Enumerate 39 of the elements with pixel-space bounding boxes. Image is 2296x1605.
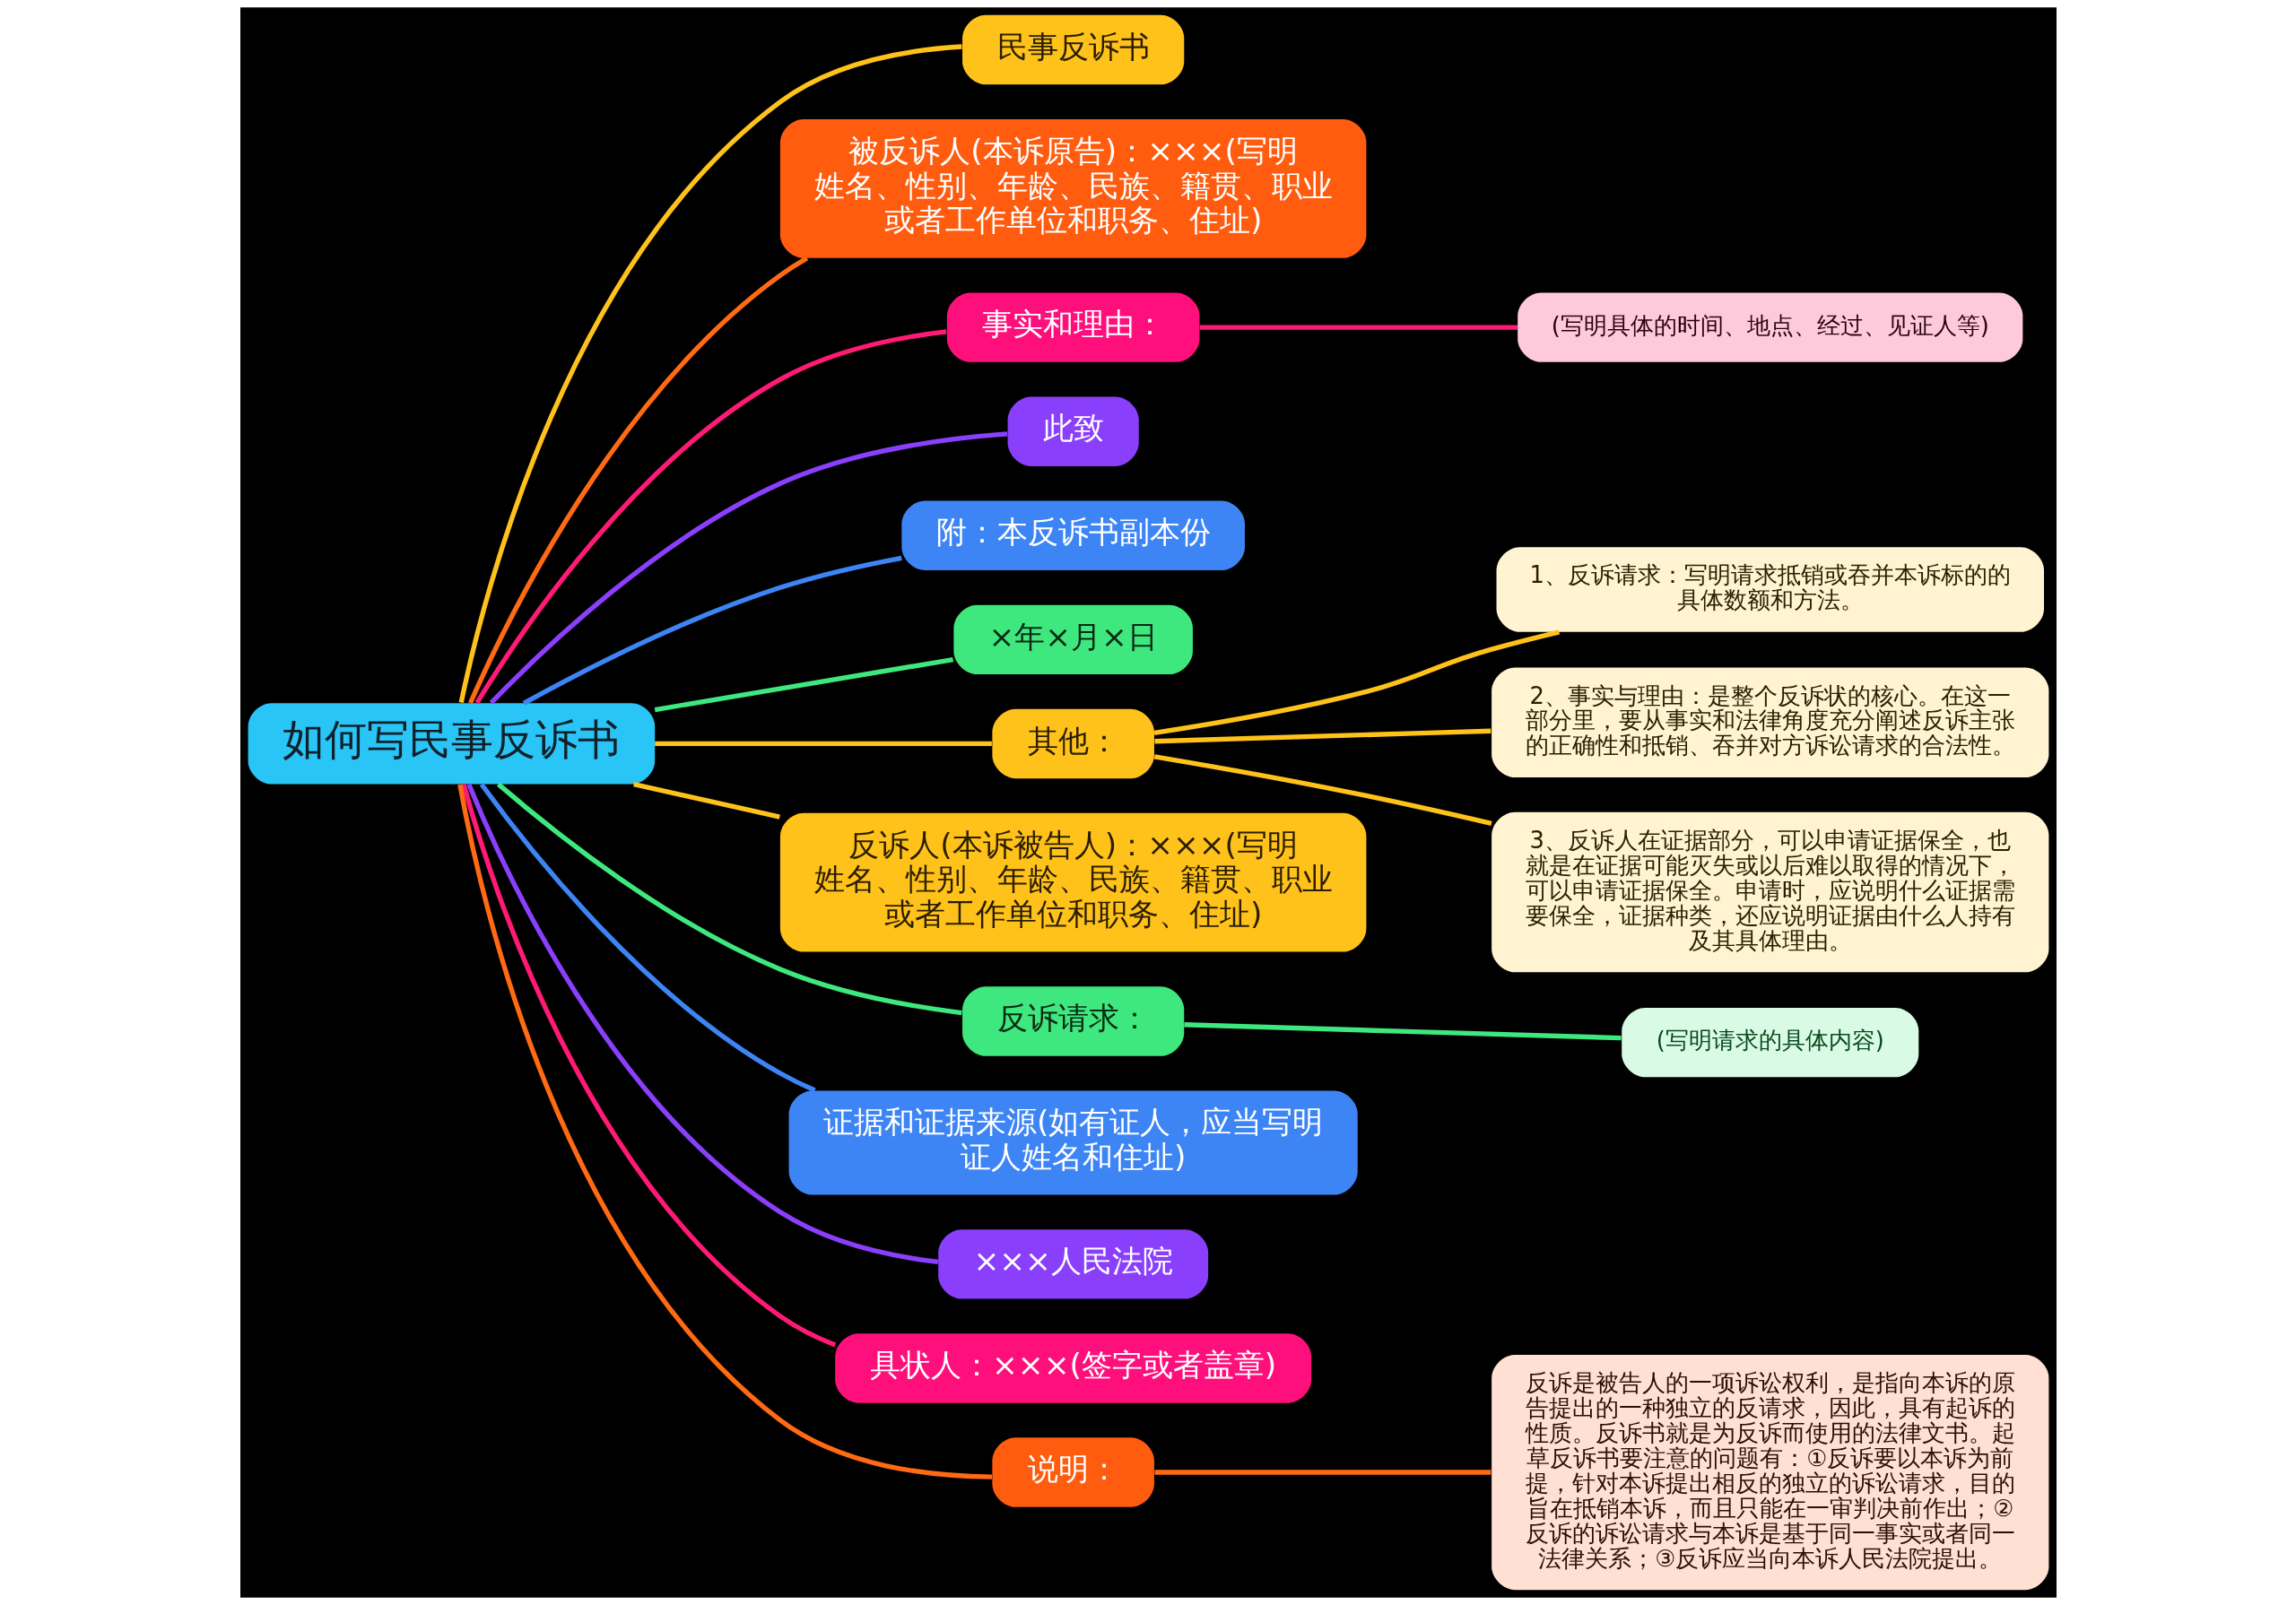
- node-box: 其他：: [991, 708, 1154, 779]
- connector: [522, 555, 902, 706]
- connector: [1153, 1470, 1491, 1475]
- connector: [1153, 754, 1492, 827]
- node-box: 说明：: [991, 1437, 1154, 1507]
- connector: [654, 741, 992, 747]
- node-box: 此致: [1007, 396, 1139, 466]
- node-box: (写明请求的具体内容): [1621, 1007, 1918, 1078]
- connector: [1153, 728, 1491, 744]
- node-box: 具状人：×××(签字或者盖章): [834, 1333, 1311, 1403]
- node-box: 民事反诉书: [961, 14, 1184, 85]
- connector: [458, 44, 962, 704]
- node-box: 1、反诉请求：写明请求抵销或吞并本诉标的的具体数额和方法。: [1496, 547, 2044, 632]
- connector: [467, 256, 808, 705]
- node-box: 附：本反诉书副本份: [900, 500, 1245, 570]
- connector: [1153, 629, 1560, 735]
- connector: [496, 782, 962, 1016]
- connector: [1199, 325, 1518, 330]
- node-box: 反诉请求：: [961, 986, 1184, 1056]
- node-box: ×年×月×日: [952, 604, 1193, 675]
- node-box: 反诉是被告人的一项诉讼权利，是指向本诉的原告提出的一种独立的反请求，因此，具有起诉的性质。反诉书就是为反诉而使用的法律文书。起草反诉书要注意的问题有：①反诉要以本诉为前提，针对本诉提出相反的独立的诉讼请求，目的旨在抵销本诉，而且只能在一审判决前作出；②反诉的诉讼请求与本诉是基于同一事实或者同一法律关系；③反诉应当向本诉人民法院提出。: [1491, 1354, 2048, 1591]
- node-box: 被反诉人(本诉原告)：×××(写明姓名、性别、年龄、民族、籍贯、职业或者工作单位和职务、住址): [779, 118, 1366, 258]
- connector: [479, 783, 816, 1093]
- node-box: 事实和理由：: [946, 292, 1199, 362]
- connector: [465, 783, 938, 1265]
- node-box: 反诉人(本诉被告人)：×××(写明姓名、性别、年龄、民族、籍贯、职业或者工作单位和职务、住址): [779, 812, 1366, 952]
- connector: [460, 784, 836, 1348]
- node-box: ×××人民法院: [937, 1229, 1208, 1299]
- node-box: 2、事实与理由：是整个反诉状的核心。在这一部分里，要从事实和法律角度充分阐述反诉主张的正确性和抵销、吞并对方诉讼请求的合法性。: [1491, 667, 2048, 778]
- connector: [654, 656, 953, 713]
- node-box: 3、反诉人在证据部分，可以申请证据保全，也就是在证据可能灭失或以后难以取得的情况下，可以申请证据保全。申请时，应说明什么证据需要保全，证据种类，还应说明证据由什么人持有及其具体理由。: [1491, 811, 2048, 973]
- connector: [1183, 1022, 1622, 1041]
- connector: [632, 782, 780, 820]
- connector: [457, 784, 992, 1479]
- node-box: (写明具体的时间、地点、经过、见证人等): [1517, 292, 2022, 362]
- node-box: 如何写民事反诉书: [248, 703, 655, 785]
- connector: [489, 431, 1007, 705]
- node-box: 证据和证据来源(如有证人，应当写明证人姓名和住址): [788, 1090, 1358, 1195]
- connector: [474, 329, 946, 705]
